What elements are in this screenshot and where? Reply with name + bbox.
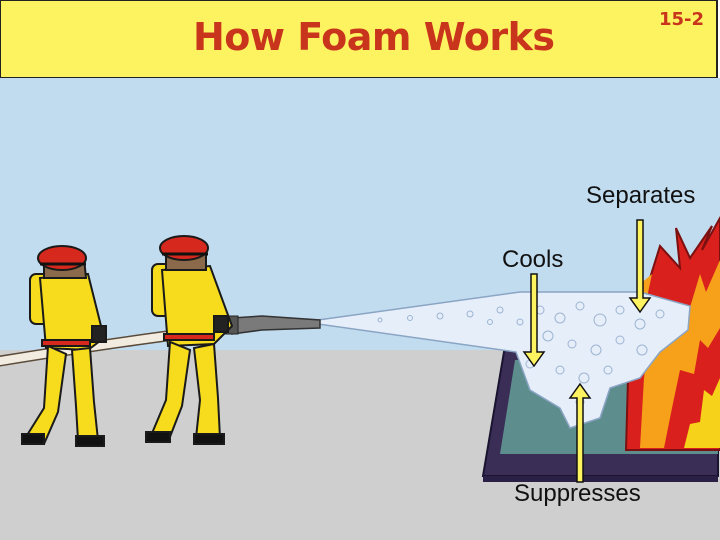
slide-number: 15-2 [659,9,704,30]
diagram-illustration [0,78,720,540]
label-cools: Cools [502,246,563,274]
slide-title: How Foam Works [193,15,555,59]
foam-diagram: Separates Cools Suppresses [0,78,720,540]
label-suppresses: Suppresses [514,480,641,508]
title-bar: How Foam Works 15-2 [0,0,718,78]
label-separates: Separates [586,182,695,210]
